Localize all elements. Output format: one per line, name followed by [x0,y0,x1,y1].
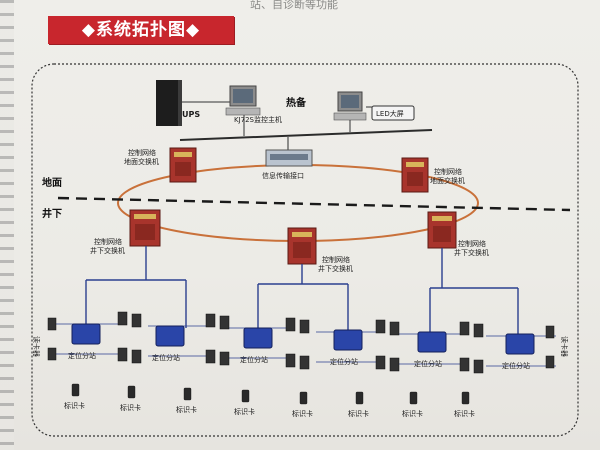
surface-switch-right-label-1: 控制网络 [434,167,462,176]
tag-label-4: 标识卡 [234,407,255,416]
surface-switch-right [401,157,429,193]
tag-label-8: 标识卡 [454,409,475,418]
reader-right-label: 读卡器 [560,336,569,357]
previous-page-text: 站、自诊断等功能 [250,0,338,11]
station-label-1: 定位分站 [68,351,96,360]
tag-label-5: 标识卡 [292,409,313,418]
underground-links [85,246,519,334]
tag-label-7: 标识卡 [402,409,423,418]
diagram-border [31,63,579,437]
ups-label: UPS [182,110,200,119]
underground-switch-right [427,211,457,249]
underground-switch-mid-label-2: 井下交换机 [318,264,353,273]
standby-base [333,112,367,121]
card-readers [47,311,555,374]
id-cards [71,383,470,405]
surface-switch-right-label-2: 地面交换机 [430,176,465,185]
surface-switch-left-label-1: 控制网络 [128,148,156,157]
interface-ports [270,154,308,160]
ups-icon [156,80,182,126]
hot-standby-label: 热备 [286,96,307,109]
standby-screen [341,95,359,108]
underground-switch-left-label-1: 控制网络 [94,237,122,246]
spiral-binding [0,0,14,450]
zone-underground-label: 井下 [42,207,62,220]
surface-bus [179,129,433,141]
interface-label: 信息传输接口 [262,171,304,180]
topology-diagram: UPS KJ72S监控主机 热备 LED大屏 信息传输接口 控制网络 地面交换机 [31,63,579,437]
monitor-base [225,107,261,116]
reader-left-label: 读卡器 [32,336,41,357]
underground-switch-mid-label-1: 控制网络 [322,255,350,264]
led-screen-icon [371,105,415,121]
station-label-5: 定位分站 [414,359,442,368]
tag-label-1: 标识卡 [64,401,85,410]
positioning-stations [71,323,535,355]
surface-switch-left-label-2: 地面交换机 [124,157,159,166]
underground-switch-left [129,209,161,247]
led-label: LED大屏 [376,109,404,118]
station-label-6: 定位分站 [502,361,530,370]
ground-divider [57,196,571,212]
tag-label-6: 标识卡 [348,409,369,418]
ups-icon-side [178,80,182,126]
underground-switch-right-label-2: 井下交换机 [454,248,489,257]
zone-surface-label: 地面 [42,176,62,189]
tag-label-3: 标识卡 [176,405,197,414]
station-label-4: 定位分站 [330,357,358,366]
section-title: ◆系统拓扑图◆ [48,16,234,44]
underground-switch-right-label-1: 控制网络 [458,239,486,248]
station-label-3: 定位分站 [240,355,268,364]
host-label: KJ72S监控主机 [234,115,282,124]
underground-switch-mid [287,227,317,265]
underground-switch-left-label-2: 井下交换机 [90,246,125,255]
surface-switch-left [169,147,197,183]
tag-label-2: 标识卡 [120,403,141,412]
station-label-2: 定位分站 [152,353,180,362]
monitor-screen [233,89,253,103]
